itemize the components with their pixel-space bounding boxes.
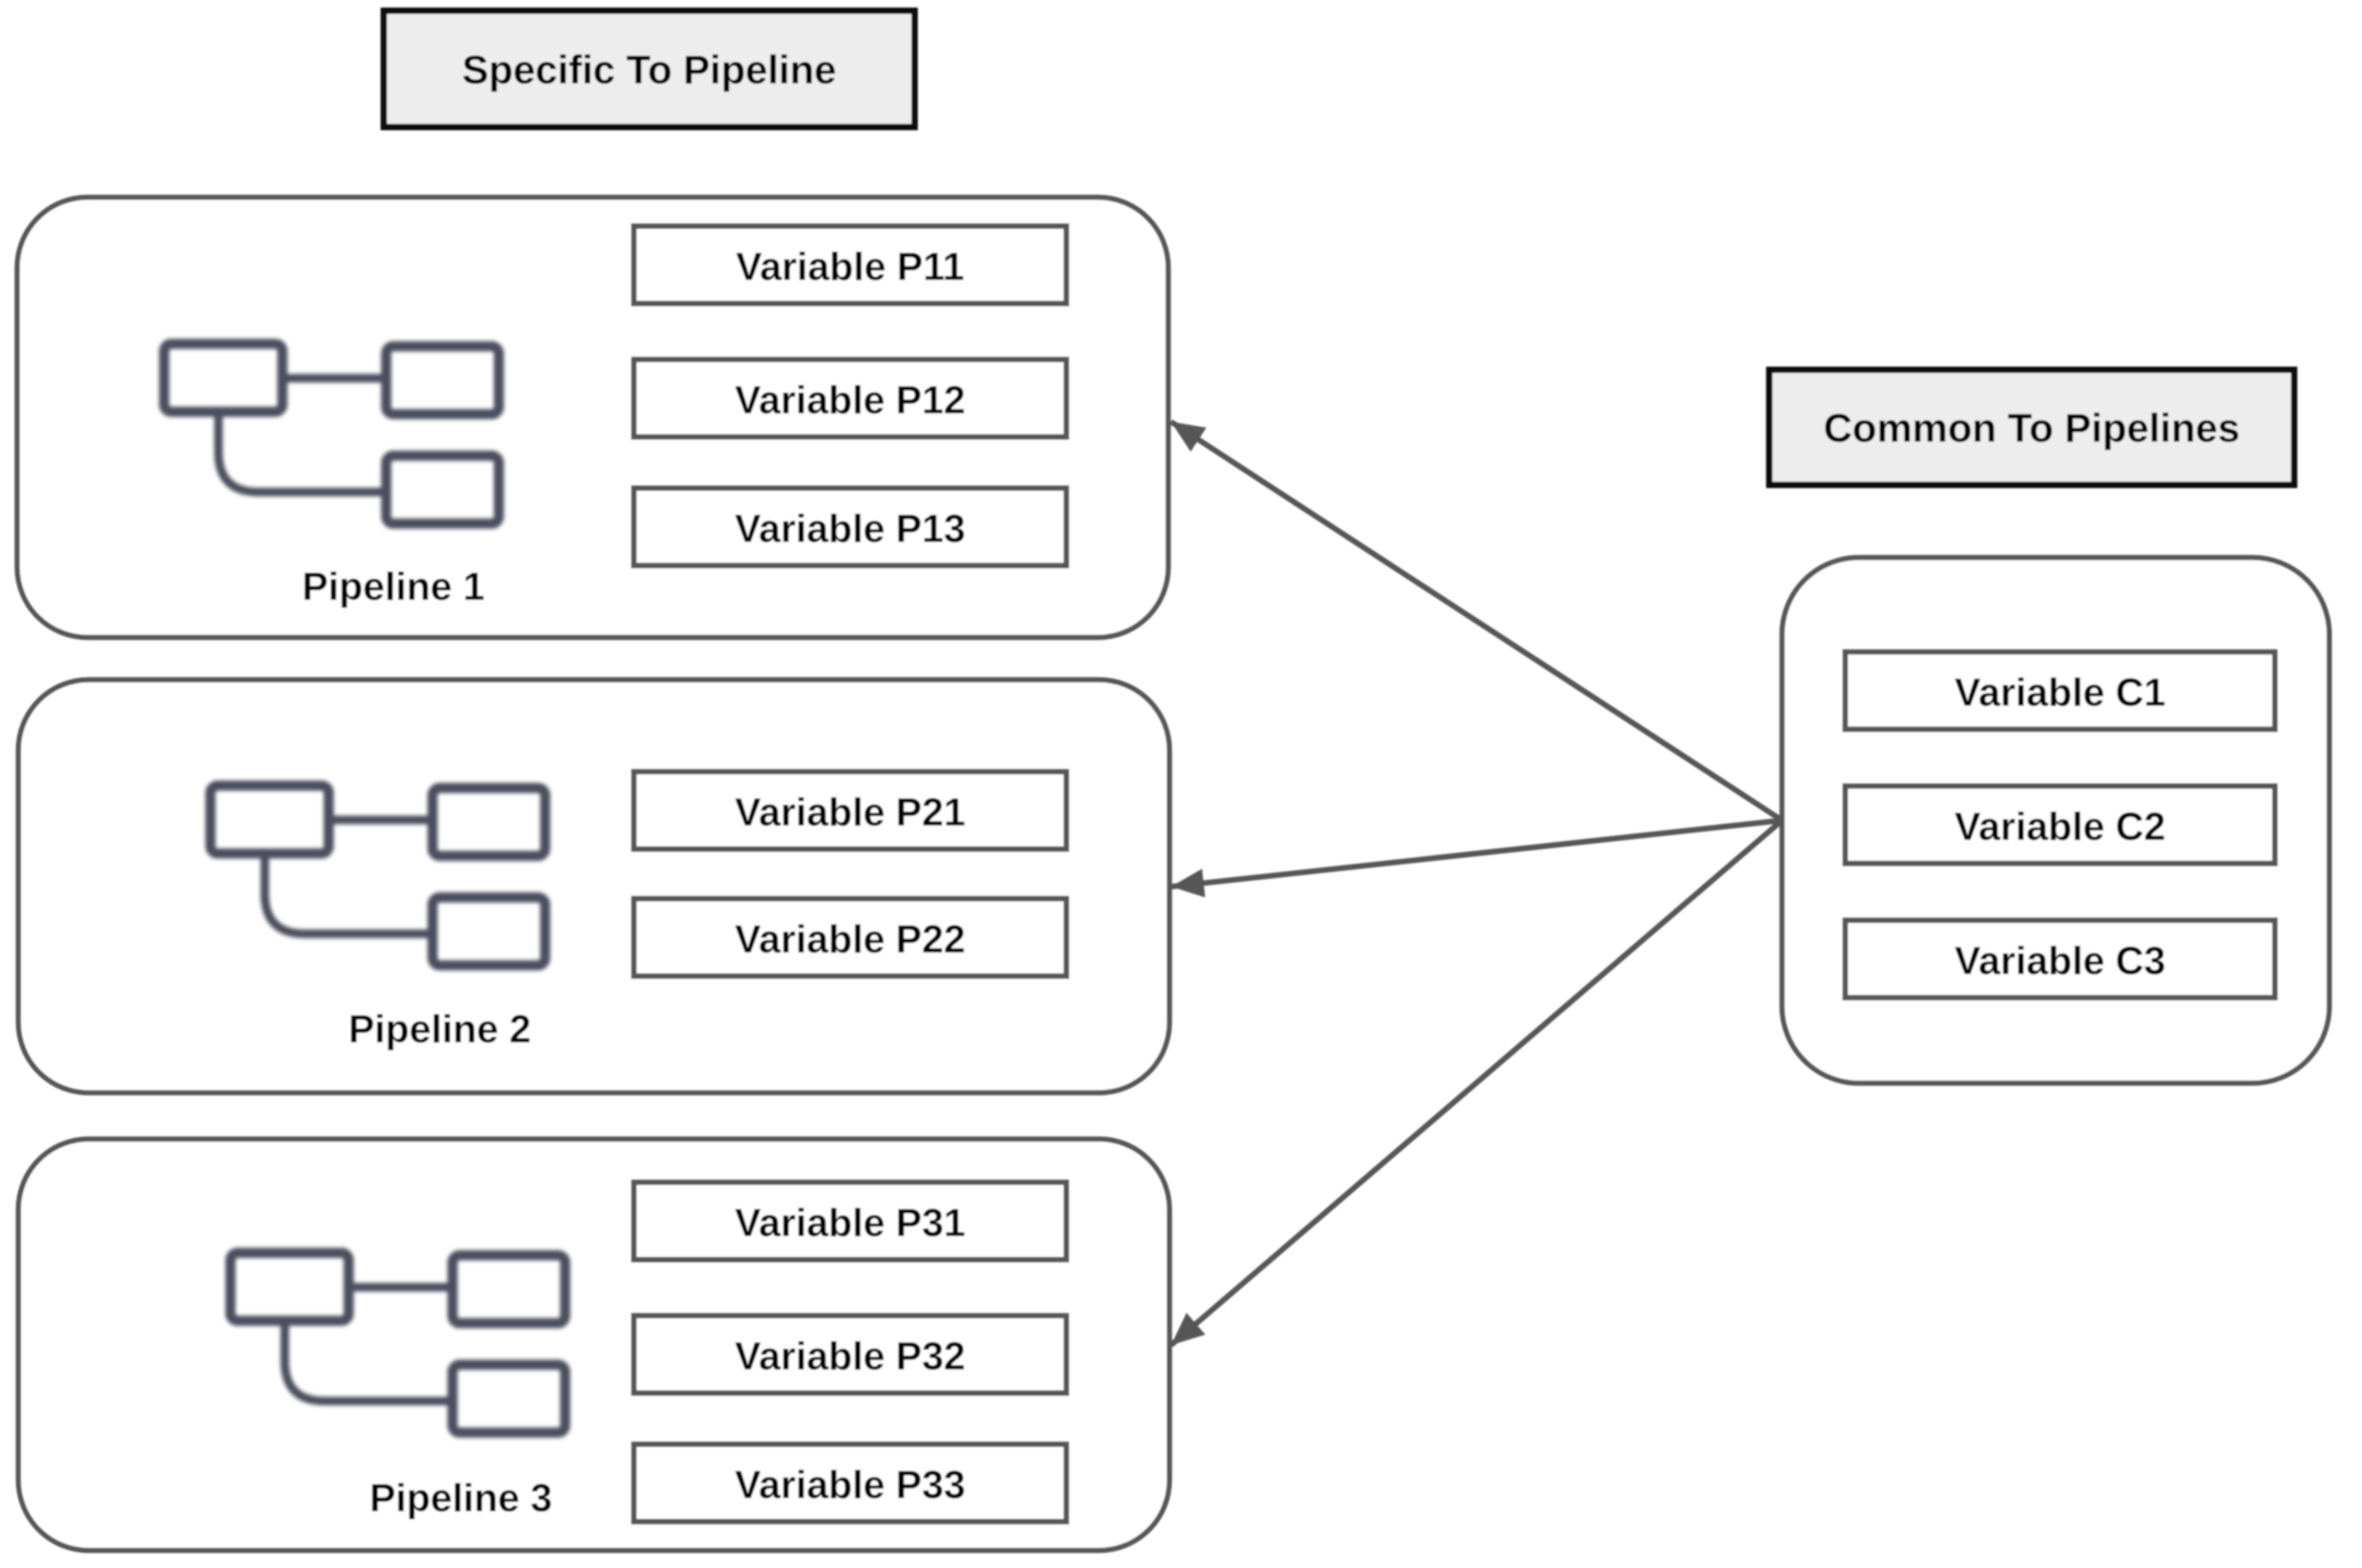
- svg-text:Variable P22: Variable P22: [735, 919, 966, 962]
- svg-text:Variable P32: Variable P32: [735, 1336, 966, 1379]
- svg-text:Pipeline 1: Pipeline 1: [302, 566, 485, 609]
- svg-text:Variable P11: Variable P11: [736, 246, 964, 289]
- svg-text:Variable P13: Variable P13: [735, 508, 966, 551]
- svg-text:Specific To Pipeline: Specific To Pipeline: [462, 48, 836, 93]
- svg-text:Variable C1: Variable C1: [1955, 672, 2165, 715]
- svg-text:Variable P21: Variable P21: [735, 792, 966, 835]
- svg-text:Variable P12: Variable P12: [735, 379, 966, 423]
- svg-text:Pipeline 2: Pipeline 2: [348, 1008, 531, 1051]
- svg-text:Variable C2: Variable C2: [1955, 806, 2165, 849]
- svg-text:Variable C3: Variable C3: [1955, 940, 2165, 983]
- svg-text:Pipeline 3: Pipeline 3: [370, 1477, 553, 1520]
- svg-text:Variable P31: Variable P31: [735, 1202, 966, 1245]
- svg-text:Variable P33: Variable P33: [735, 1464, 966, 1507]
- svg-text:Common To Pipelines: Common To Pipelines: [1824, 406, 2240, 451]
